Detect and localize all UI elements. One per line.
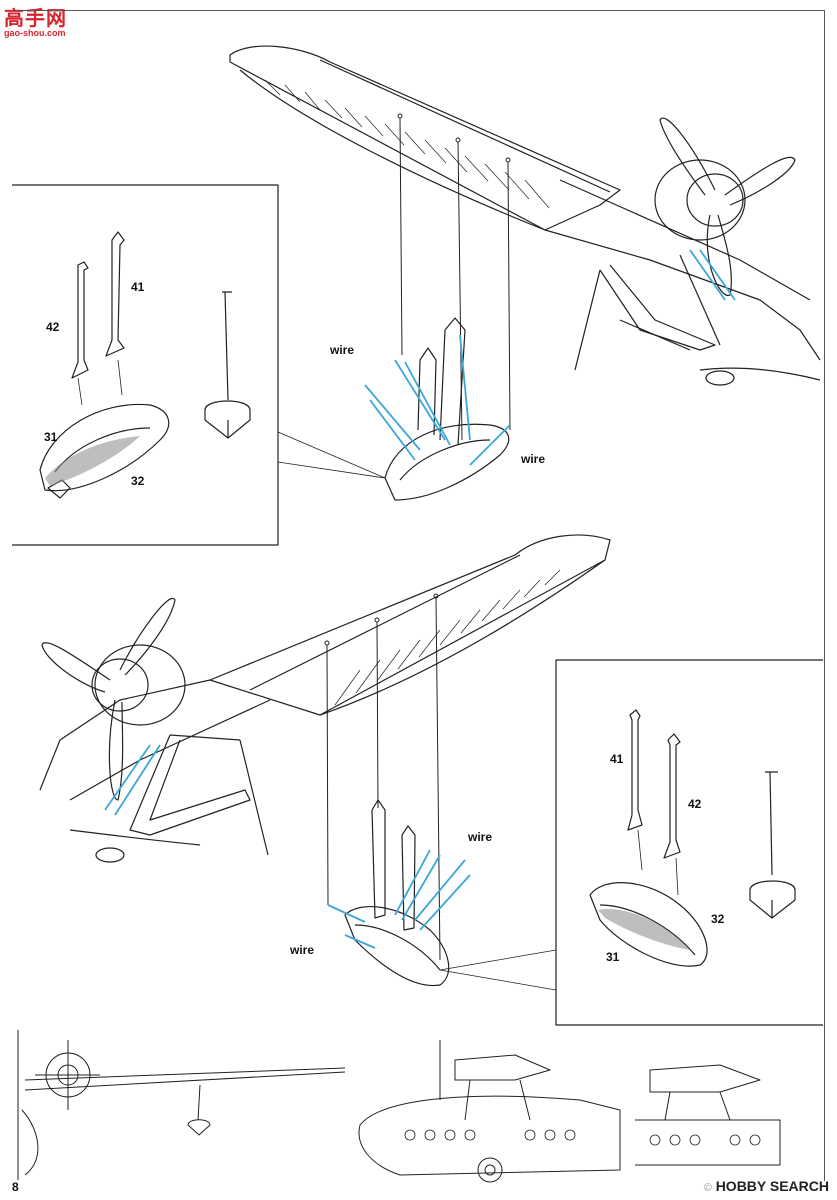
bottom-float	[327, 799, 471, 987]
part-label-42-bottom: 42	[688, 797, 702, 811]
part-label-32-bottom: 32	[711, 912, 725, 926]
top-float	[364, 317, 511, 501]
lower-wing-drawing	[39, 534, 611, 863]
copyright-mark: ©	[703, 1182, 712, 1194]
front-view	[17, 1030, 346, 1180]
detail-box-top	[12, 184, 279, 546]
wire-label-bottom-left: wire	[290, 943, 315, 957]
part-label-41-bottom: 41	[610, 752, 624, 766]
site-watermark: 高手网 gao-shou.com	[4, 2, 67, 38]
part-label-41-top: 41	[131, 280, 145, 294]
wire-label-top-right: wire	[521, 452, 546, 466]
hobby-search-text: HOBBY SEARCH	[715, 1178, 829, 1194]
leader-top	[277, 431, 386, 479]
hobby-search-watermark: © HOBBY SEARCH	[704, 1178, 829, 1194]
upper-wing-drawing	[229, 45, 821, 386]
site-url: gao-shou.com	[4, 28, 66, 38]
side-view	[358, 1040, 621, 1183]
site-logo-text: 高手网	[4, 8, 67, 30]
part-label-31-top: 31	[44, 430, 58, 444]
page-frame	[14, 10, 825, 1181]
wire-label-top-left: wire	[330, 343, 355, 357]
top-inset-parts	[39, 231, 251, 499]
part-label-32-top: 32	[131, 474, 145, 488]
part-label-31-bottom: 31	[606, 950, 620, 964]
stipple	[45, 436, 690, 950]
detail-box-bottom	[555, 659, 823, 1026]
page-number: 8	[12, 1180, 19, 1194]
bottom-inset-parts	[589, 709, 796, 967]
part-label-42-top: 42	[46, 320, 60, 334]
wire-label-bottom-right: wire	[468, 830, 493, 844]
leader-bottom	[439, 949, 557, 991]
detail-side-view	[635, 1064, 781, 1166]
bottom-struts	[324, 593, 441, 961]
